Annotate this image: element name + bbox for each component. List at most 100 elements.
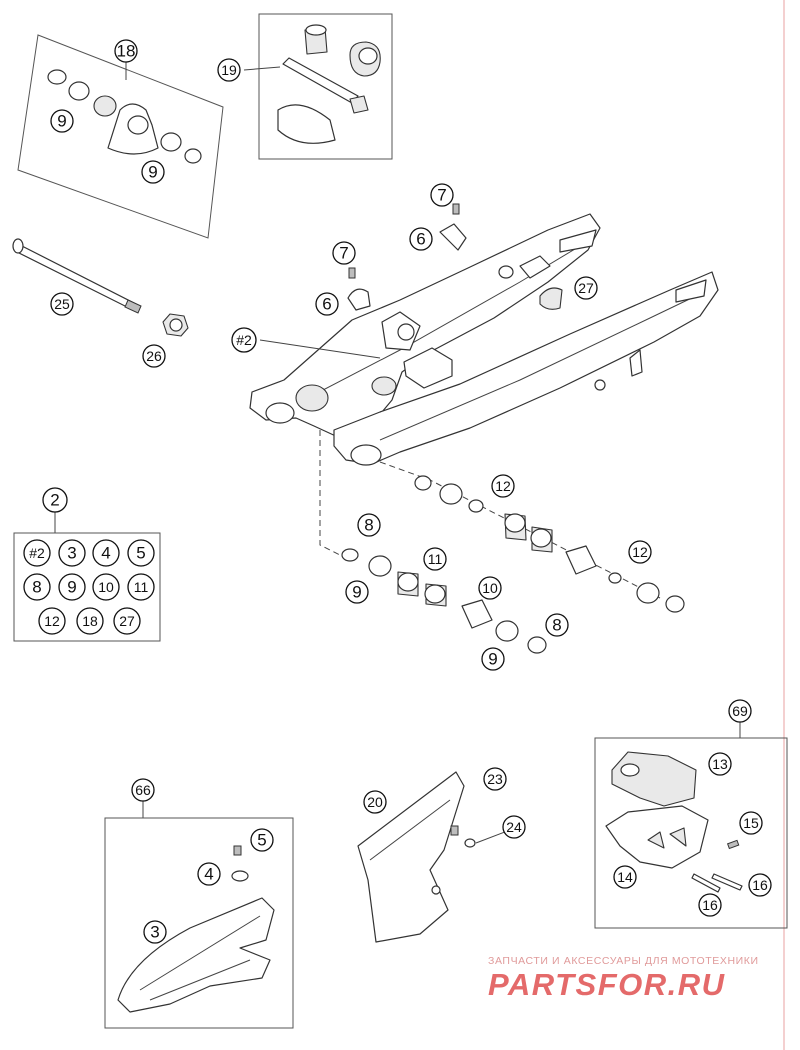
group-19-parts [277,24,381,144]
callout-26[interactable]: 26 [142,344,166,368]
callout-66[interactable]: 66 [131,778,155,802]
callout-14[interactable]: 14 [613,865,637,889]
p2-leader [259,339,381,359]
swingarm [249,213,719,466]
callout-19-label: 19 [221,62,237,78]
chain-slider-3 [117,897,275,1013]
nut-23 [450,825,459,836]
kit-item[interactable]: #2 [23,539,51,567]
callout-8[interactable]: 8 [357,513,381,537]
group-19-leader [243,66,281,71]
callout-18-label: 18 [117,42,136,61]
group-19-frame [258,13,393,160]
callout-23[interactable]: 23 [483,767,507,791]
group-18-frame [17,34,224,239]
callout-13-label: 13 [712,756,728,772]
callout-9-label: 9 [488,650,497,669]
kit-item[interactable]: 5 [127,539,155,567]
callout-6-label: 6 [416,230,425,249]
kit-item-label: 11 [134,579,149,595]
callout-2[interactable]: 2 [42,487,68,513]
kit-item[interactable]: 27 [113,607,141,635]
washer-4 [231,870,249,882]
callout-16[interactable]: 16 [748,873,772,897]
kit-item-label: 27 [119,613,135,629]
bolts-15-16 [691,839,743,893]
callout-9[interactable]: 9 [141,160,165,184]
callout-9[interactable]: 9 [50,109,74,133]
group-69-frame [594,737,788,929]
callout-7-label: 7 [437,186,446,205]
callout-9-label: 9 [148,163,157,182]
kit-item[interactable]: 18 [76,607,104,635]
callout-13[interactable]: 13 [708,752,732,776]
callout-3[interactable]: 3 [143,920,167,944]
kit-item-label: 10 [98,579,114,595]
callout-16-label: 16 [702,897,718,913]
kit-item-label: 8 [32,578,41,597]
callout-16[interactable]: 16 [698,893,722,917]
callout-9-label: 9 [352,583,361,602]
callout-27[interactable]: 27 [574,276,598,300]
kit-item-label: 3 [67,544,76,563]
callout-9[interactable]: 9 [345,580,369,604]
callout-25-label: 25 [54,296,70,312]
kit-item[interactable]: 4 [92,539,120,567]
callout-6[interactable]: 6 [315,292,339,316]
callout-18[interactable]: 18 [114,39,138,63]
callout-15-label: 15 [743,815,759,831]
bushing-27 [539,287,563,310]
clamp-6-upper [439,203,467,251]
callout-8[interactable]: 8 [545,613,569,637]
callout-11-label: 11 [428,551,443,567]
callout-9[interactable]: 9 [481,647,505,671]
kit-item[interactable]: 8 [23,573,51,601]
callout-8-label: 8 [364,516,373,535]
kit-2-frame [13,532,161,642]
chain-guide-13 [611,751,697,807]
callout-20[interactable]: 20 [363,790,387,814]
callout-15[interactable]: 15 [739,811,763,835]
group-18-parts [47,69,202,164]
callout-12[interactable]: 12 [628,540,652,564]
screw-5 [233,845,242,856]
callout-24-label: 24 [506,819,522,835]
axle-nut [162,313,189,337]
kit-item-label: 5 [136,544,145,563]
callout-25[interactable]: 25 [50,292,74,316]
callout-20-label: 20 [367,794,383,810]
callout-p2-label: #2 [236,332,252,348]
callout-6[interactable]: 6 [409,227,433,251]
watermark-logo: PARTSFOR.RU [488,967,726,1002]
callout-p2[interactable]: #2 [231,327,257,353]
kit-item-label: 9 [67,578,76,597]
callout-11[interactable]: 11 [423,547,447,571]
group-66-frame [104,817,294,1029]
callout-12[interactable]: 12 [491,474,515,498]
swingarm-axle [12,238,142,314]
callout-24[interactable]: 24 [502,815,526,839]
left-explode-axis [319,430,343,557]
right-bearing-stack [414,475,685,613]
callout-7[interactable]: 7 [430,183,454,207]
kit-item[interactable]: 9 [58,573,86,601]
callout-19[interactable]: 19 [217,58,241,82]
callout-66-label: 66 [135,782,151,798]
callout-69[interactable]: 69 [728,699,752,723]
callout-10-label: 10 [482,580,498,596]
callout-3-label: 3 [150,923,159,942]
chain-guide-14 [605,805,709,869]
callout-12-label: 12 [495,478,511,494]
kit-item[interactable]: 10 [92,573,120,601]
callout-27-label: 27 [578,280,594,296]
watermark-subtitle: ЗАПЧАСТИ И АКСЕССУАРЫ ДЛЯ МОТОТЕХНИКИ [488,955,759,967]
kit-item[interactable]: 11 [127,573,155,601]
kit-item[interactable]: 12 [38,607,66,635]
callout-10[interactable]: 10 [478,576,502,600]
callout-4[interactable]: 4 [197,862,221,886]
callout-7[interactable]: 7 [332,241,356,265]
callout-16-label: 16 [752,877,768,893]
kit-item[interactable]: 3 [58,539,86,567]
callout-5[interactable]: 5 [250,828,274,852]
